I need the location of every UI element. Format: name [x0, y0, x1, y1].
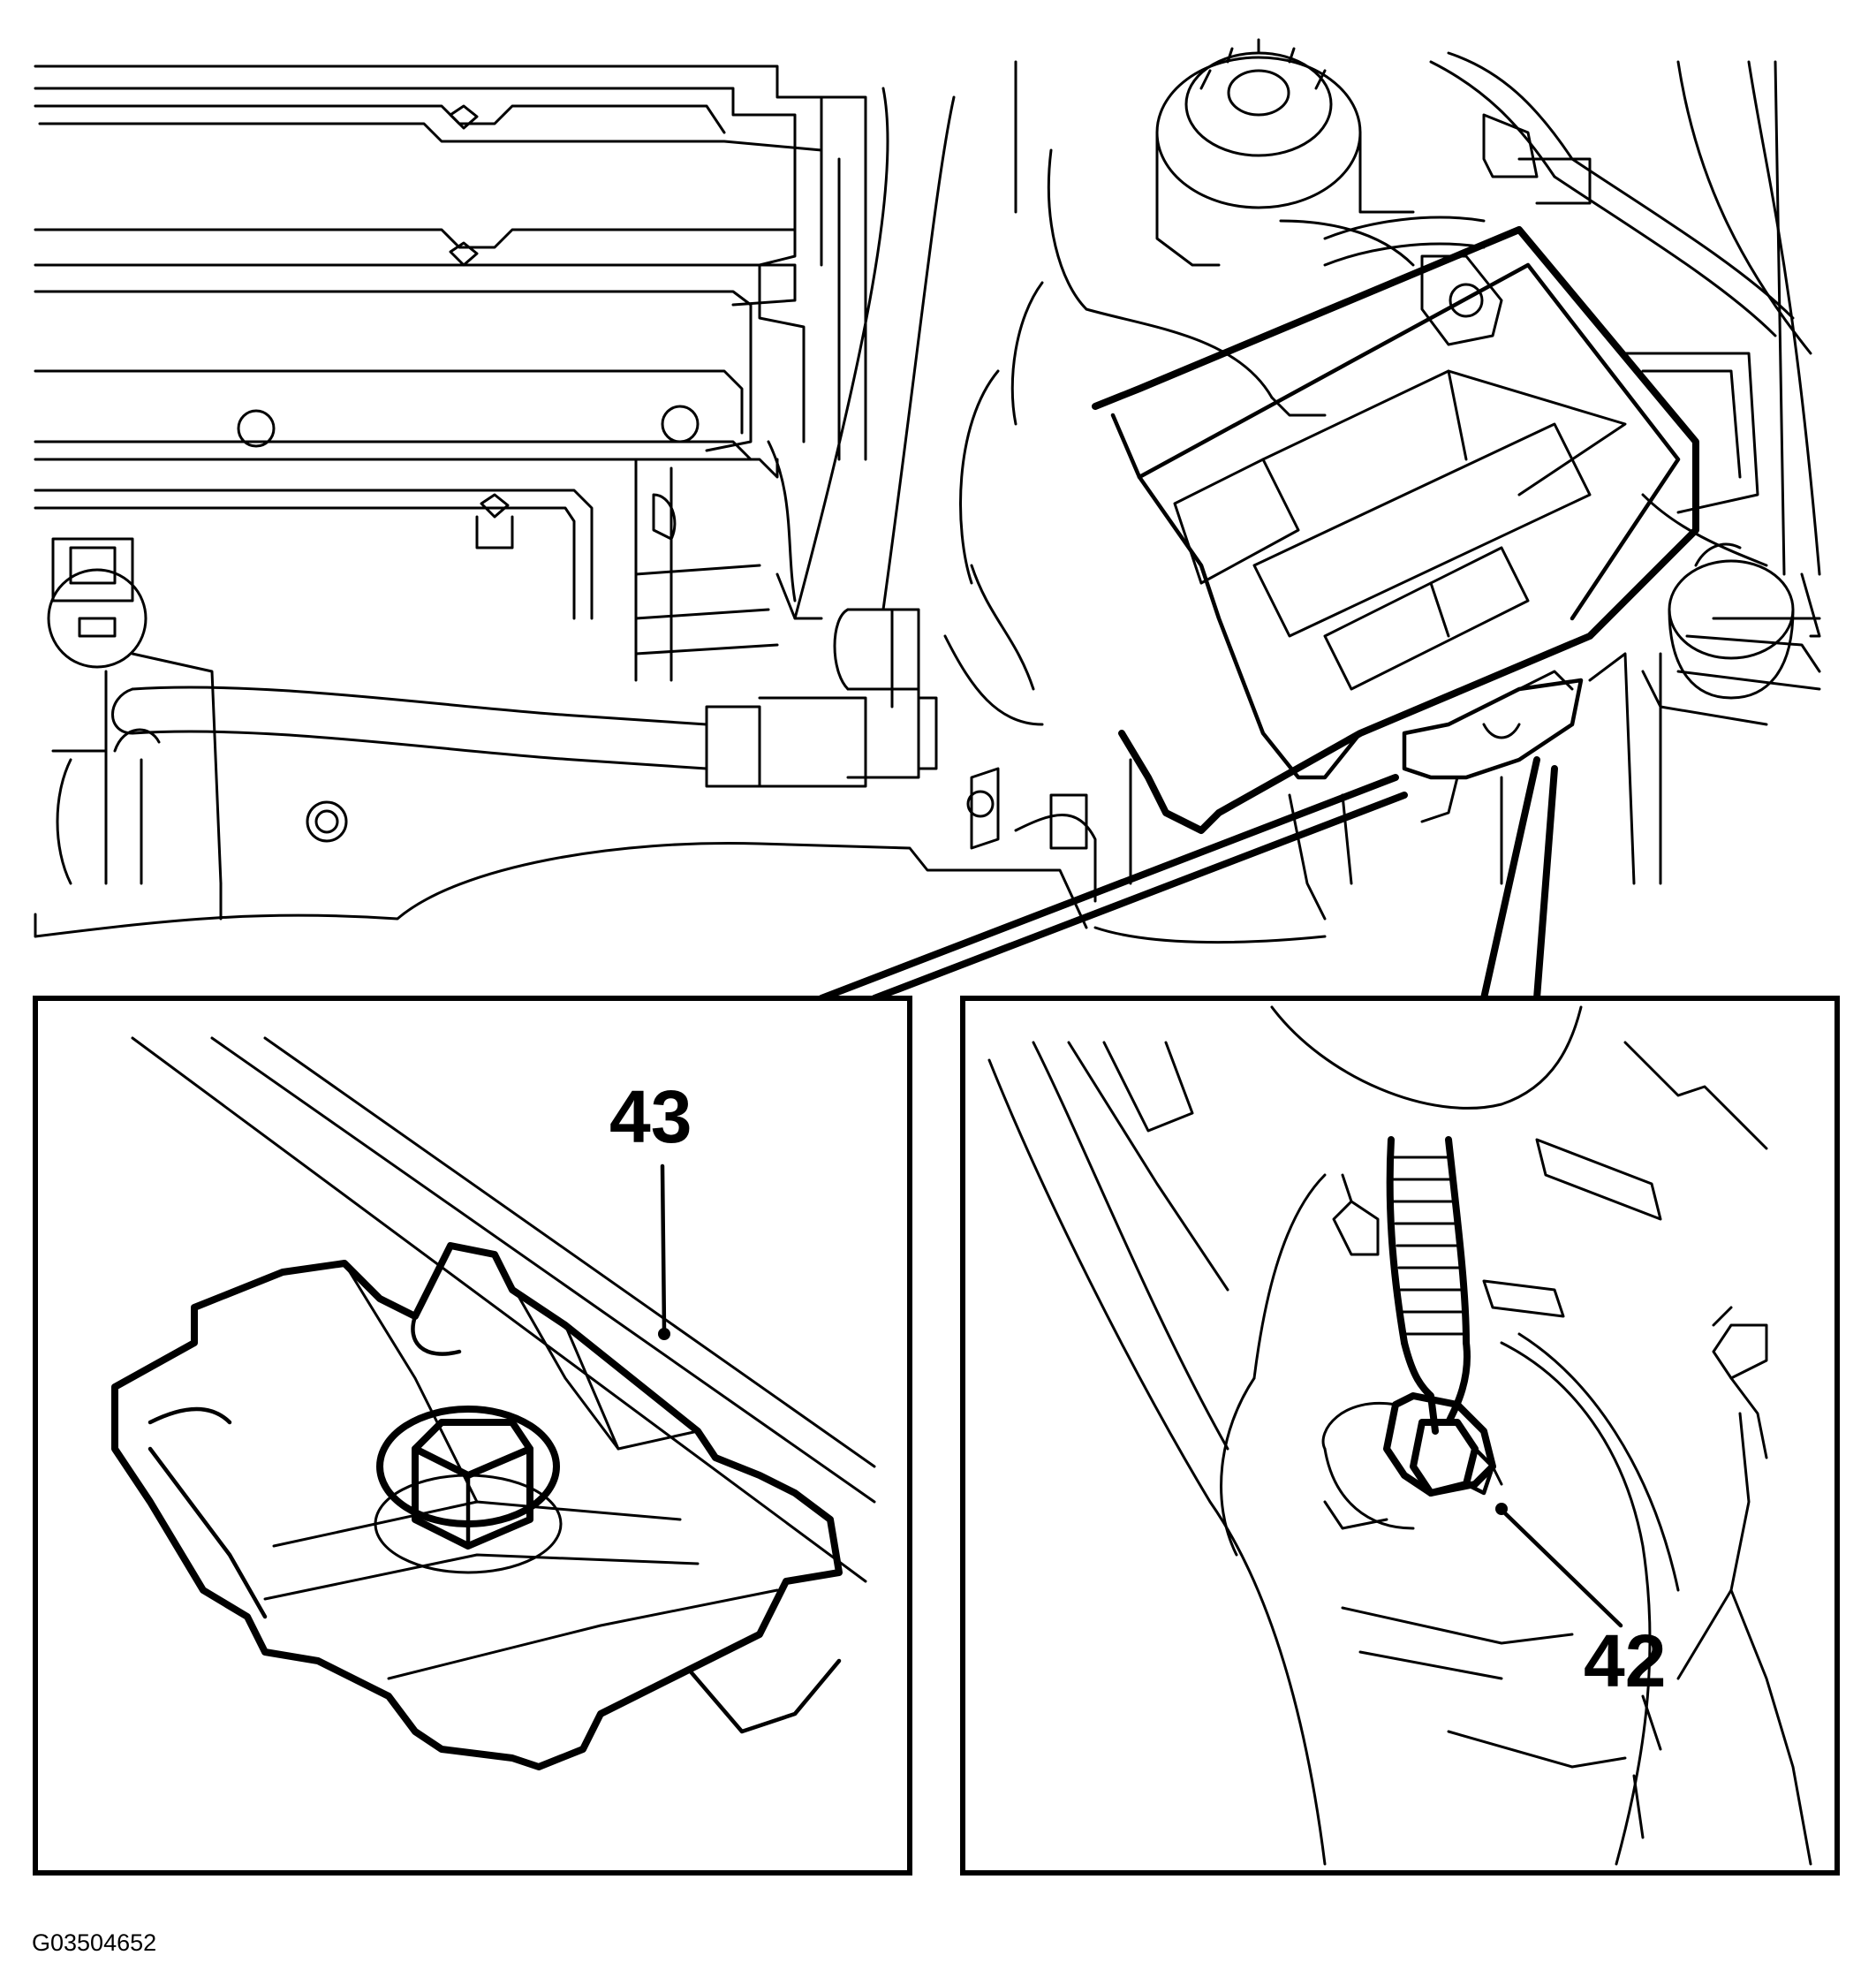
engine-bay-overview	[34, 38, 1821, 1002]
figure-id-label: G03504652	[32, 1929, 157, 1956]
reservoir-cap	[1155, 38, 1415, 267]
wiring-harness-right	[1323, 51, 1821, 726]
lower-chassis	[34, 758, 1327, 944]
coolant-hose	[793, 60, 1327, 726]
inset-bracket-43	[33, 996, 912, 1876]
callout-43-label: 43	[609, 1075, 692, 1158]
callout-42-label: 42	[1584, 1619, 1667, 1702]
fluid-reservoir	[1668, 542, 1795, 700]
leader-lines	[818, 756, 1558, 1002]
engine-cover	[34, 64, 995, 843]
battery-box	[1092, 219, 1699, 921]
inset-ground-42	[960, 996, 1840, 1876]
hose-assembly	[47, 440, 938, 885]
